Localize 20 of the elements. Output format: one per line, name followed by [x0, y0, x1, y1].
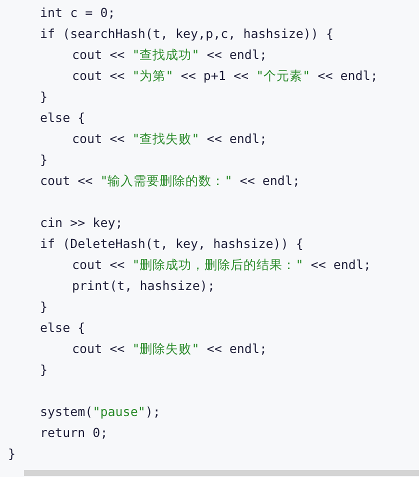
code-line: int c = 0; [40, 4, 116, 22]
code-line: cin >> key; [40, 214, 123, 232]
code-line: else { [40, 319, 86, 337]
code-line: } [8, 445, 16, 463]
code-line: print(t, hashsize); [72, 277, 215, 295]
code-line: cout << "删除失败" << endl; [72, 340, 268, 358]
code-line: else { [40, 109, 86, 127]
code-line: cout << "删除成功，删除后的结果：" << endl; [72, 256, 372, 274]
code-line: if (searchHash(t, key,p,c, hashsize)) { [40, 25, 334, 43]
code-line: cout << "输入需要删除的数：" << endl; [40, 172, 300, 190]
code-line: cout << "为第" << p+1 << "个元素" << endl; [72, 67, 378, 85]
code-line: cout << "查找失败" << endl; [72, 130, 268, 148]
code-line: return 0; [40, 424, 108, 442]
code-line: } [40, 151, 48, 169]
code-line: } [40, 361, 48, 379]
code-line: system("pause"); [40, 403, 160, 421]
code-line: if (DeleteHash(t, key, hashsize)) { [40, 235, 304, 253]
code-line: } [40, 298, 48, 316]
code-line: cout << "查找成功" << endl; [72, 46, 268, 64]
code-line: } [40, 88, 48, 106]
